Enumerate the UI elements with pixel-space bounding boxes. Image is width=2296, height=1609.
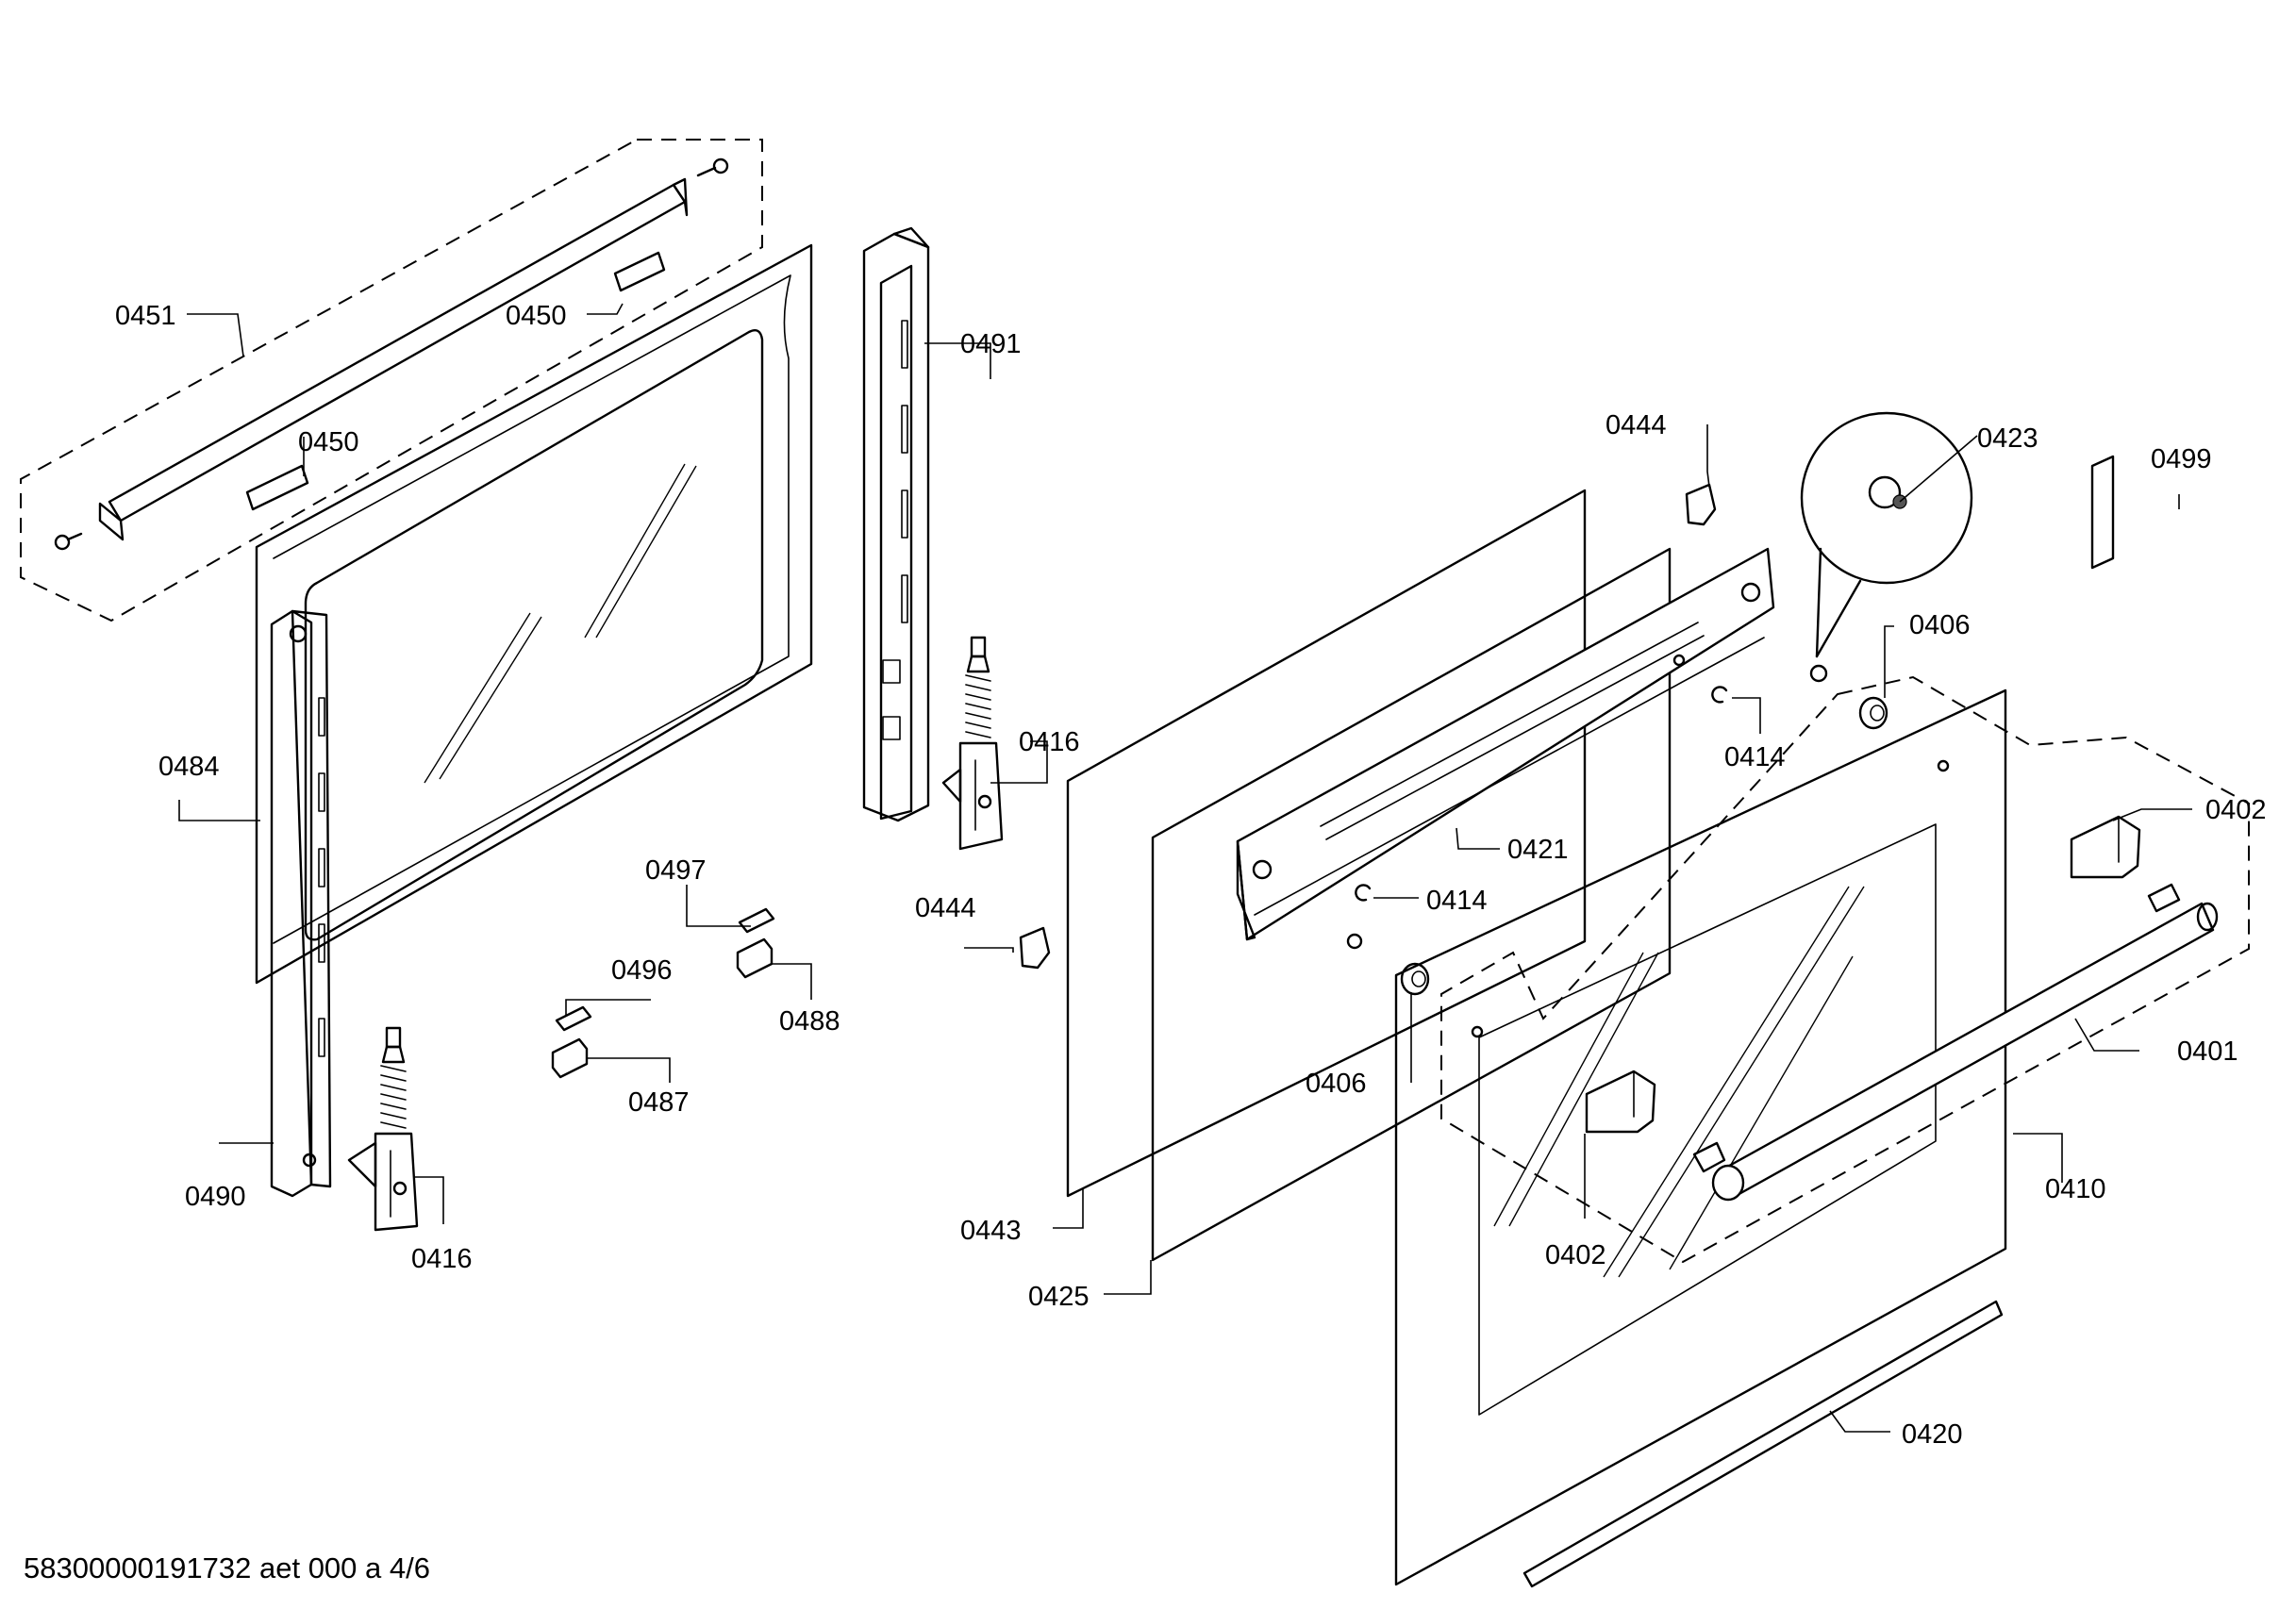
callout-0490: 0490 — [185, 1182, 246, 1212]
screw-part-0414-b — [1346, 884, 1372, 950]
side-bracket-left — [270, 609, 332, 1198]
callout-0450-lower: 0450 — [298, 427, 359, 457]
handle-bar-part — [54, 158, 729, 551]
callout-0487: 0487 — [628, 1087, 690, 1118]
callout-0451: 0451 — [115, 301, 176, 331]
pin-part-lower — [245, 464, 309, 511]
callout-0497: 0497 — [645, 855, 707, 886]
bumper-part-0406-lower — [1400, 962, 1430, 996]
leader-lines — [178, 303, 2192, 1433]
callout-0421: 0421 — [1507, 835, 1569, 865]
bumper-part-0406-upper — [1858, 696, 1888, 730]
seal-strip-0420 — [1522, 1300, 2004, 1588]
callout-0410: 0410 — [2045, 1174, 2106, 1204]
callout-0491: 0491 — [960, 329, 1022, 359]
clip-part-0487 — [551, 1037, 589, 1079]
callout-0416-upper: 0416 — [1019, 727, 1080, 757]
callout-0416-lower: 0416 — [411, 1244, 473, 1274]
rail-part-0421 — [1236, 547, 1775, 941]
glass-pane-0443 — [1066, 489, 1587, 1198]
callout-0402-upper: 0402 — [2205, 795, 2267, 825]
inner-door-panel — [255, 243, 813, 985]
callout-0499: 0499 — [2151, 444, 2212, 474]
hinge-part-left — [347, 1026, 419, 1232]
callout-0414-upper: 0414 — [1724, 742, 1786, 772]
callout-labels: 0451 0450 0450 0491 0484 0416 0416 0497 … — [115, 301, 2267, 1450]
callout-0420: 0420 — [1902, 1419, 1963, 1450]
callout-0414-lower: 0414 — [1426, 886, 1488, 916]
callout-0406-upper: 0406 — [1909, 610, 1971, 640]
callout-0423: 0423 — [1977, 423, 2038, 454]
detail-magnifier-0423 — [1800, 411, 1973, 683]
clip-part-0496 — [555, 1005, 592, 1032]
callout-0443: 0443 — [960, 1216, 1022, 1246]
callout-0484: 0484 — [158, 752, 220, 782]
callout-0450-upper: 0450 — [506, 301, 567, 331]
handle-support-0402-left — [1585, 1070, 1656, 1134]
outer-door-panel-0410 — [1394, 688, 2007, 1586]
clip-part-0444-upper — [1685, 483, 1717, 526]
callout-0406-lower: 0406 — [1306, 1069, 1367, 1099]
callout-0401: 0401 — [2177, 1037, 2238, 1067]
document-id: 58300000191732 aet 000 a 4/6 — [24, 1551, 430, 1584]
side-bracket-right — [862, 226, 930, 822]
callout-0425: 0425 — [1028, 1282, 1090, 1312]
label-strip-0499 — [2090, 455, 2115, 570]
callout-0444-lower: 0444 — [915, 893, 976, 923]
clip-part-0488 — [736, 937, 774, 979]
clip-part-0497 — [738, 907, 775, 934]
callout-0496: 0496 — [611, 955, 673, 986]
clip-part-0444-lower — [1019, 926, 1051, 970]
pin-part-upper — [613, 251, 666, 292]
handle-bar-0401 — [1692, 883, 2219, 1202]
screw-part-0414-a — [1711, 686, 1728, 704]
assembly-boundary-0401 — [1440, 675, 2250, 1264]
hinge-part-right — [941, 636, 1004, 851]
callout-0402-lower: 0402 — [1545, 1240, 1606, 1270]
assembly-boundary-0451 — [20, 139, 763, 622]
callout-0444-upper: 0444 — [1606, 410, 1667, 440]
callout-0488: 0488 — [779, 1006, 840, 1037]
handle-support-0402-right — [2070, 815, 2141, 879]
glass-pane-0425 — [1151, 547, 1672, 1262]
